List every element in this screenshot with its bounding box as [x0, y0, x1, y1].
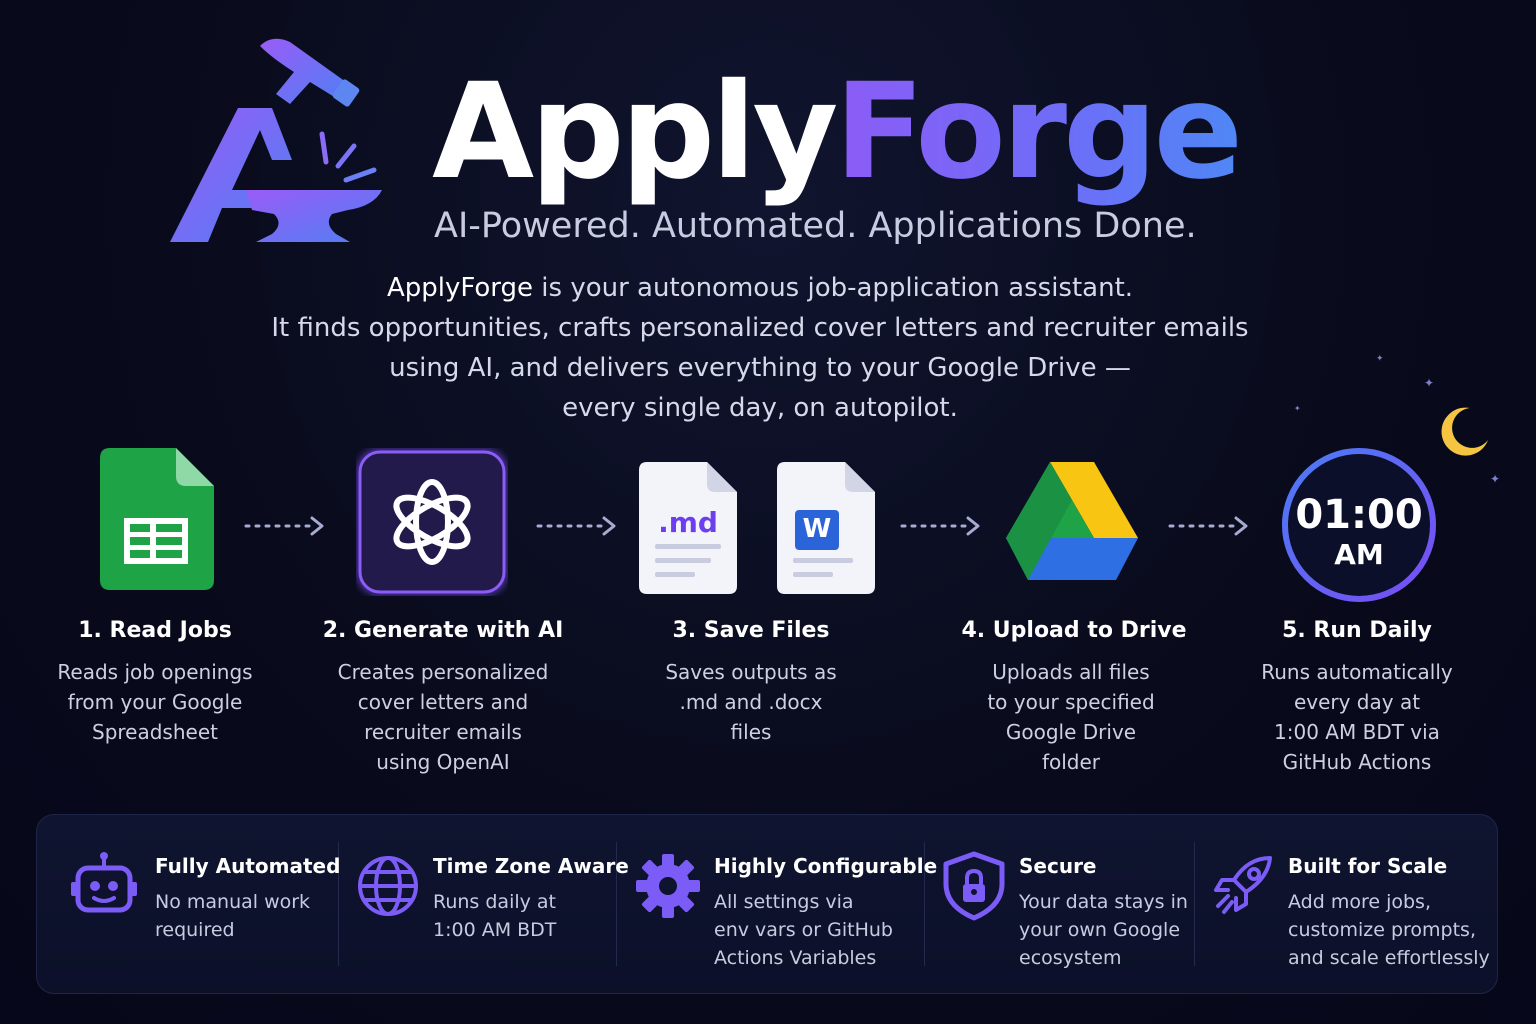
feature-title: Highly Configurable	[714, 854, 938, 878]
rocket-icon	[1214, 856, 1272, 914]
step-desc-line: using OpenAI	[376, 750, 510, 774]
star-icon: ✦	[1294, 404, 1301, 413]
md-file-icon: .md	[639, 448, 737, 594]
moon-icon	[1441, 407, 1488, 456]
feature-desc-line: No manual work	[155, 891, 311, 913]
feature-desc-line: Add more jobs,	[1288, 891, 1431, 913]
step-desc-line: cover letters and	[357, 690, 529, 714]
feature-desc-line: ecosystem	[1019, 947, 1122, 969]
features-panel	[36, 814, 1498, 994]
description-line-4: every single day, on autopilot.	[562, 393, 958, 423]
step-desc-line: Runs automatically	[1261, 660, 1453, 684]
step-desc-line: folder	[1041, 750, 1101, 774]
globe-icon	[358, 856, 418, 916]
robot-icon	[71, 852, 137, 913]
step-desc-line: Reads job openings	[57, 660, 253, 684]
tagline: AI-Powered. Automated. Applications Done…	[434, 206, 1197, 246]
feature-title: Time Zone Aware	[433, 854, 629, 878]
file-shape	[639, 462, 737, 594]
description-line-3: using AI, and delivers everything to you…	[389, 353, 1131, 383]
feature-desc-line: and scale effortlessly	[1288, 947, 1490, 969]
step-title: 2. Generate with AI	[322, 618, 564, 643]
step-desc-line: GitHub Actions	[1282, 750, 1432, 774]
step-title: 1. Read Jobs	[78, 618, 232, 643]
divider	[924, 842, 925, 966]
step-description: Creates personalized cover letters and r…	[318, 657, 568, 777]
brand-title: ApplyForge	[432, 52, 1243, 212]
feature-title: Fully Automated	[155, 854, 341, 878]
step-desc-line: every day at	[1293, 690, 1421, 714]
md-file-label: .md	[658, 506, 718, 539]
description-line-1: ApplyForge is your autonomous job-applic…	[190, 268, 1330, 308]
clock-ring	[1282, 448, 1436, 602]
feature-description: No manual work required	[155, 888, 375, 944]
step-title: 4. Upload to Drive	[961, 618, 1187, 643]
arrow-icon	[900, 516, 980, 536]
divider	[616, 842, 617, 966]
openai-icon	[357, 449, 507, 595]
feature-desc-line: 1:00 AM BDT	[433, 919, 557, 941]
feature-title: Built for Scale	[1288, 854, 1448, 878]
divider	[338, 842, 339, 966]
anvil-hammer-logo-icon	[170, 38, 382, 242]
step-title: 5. Run Daily	[1282, 618, 1432, 643]
step-desc-line: Spreadsheet	[92, 720, 218, 744]
clock-time: 01:00	[1295, 492, 1423, 538]
step-desc-line: 1:00 AM BDT via	[1274, 720, 1440, 744]
step-desc-line: files	[730, 720, 772, 744]
step-desc-line: to your specified	[987, 690, 1155, 714]
arrow-icon	[1168, 516, 1248, 536]
feature-description: Your data stays in your own Google ecosy…	[1019, 888, 1239, 972]
divider	[1194, 842, 1195, 966]
step-description: Reads job openings from your Google Spre…	[30, 657, 280, 747]
brand-name-apply: Apply	[432, 55, 838, 209]
feature-desc-line: All settings via	[714, 891, 854, 913]
step-desc-line: Saves outputs as	[665, 660, 837, 684]
step-desc-line: from your Google	[67, 690, 243, 714]
feature-description: Add more jobs, customize prompts, and sc…	[1288, 888, 1508, 972]
arrow-icon	[244, 516, 324, 536]
feature-title: Secure	[1019, 854, 1097, 878]
clock-period: AM	[1334, 538, 1384, 571]
file-shape	[777, 462, 875, 594]
step-title: 3. Save Files	[672, 618, 830, 643]
step-desc-line: recruiter emails	[364, 720, 522, 744]
word-file-label: W	[802, 514, 832, 544]
feature-description: All settings via env vars or GitHub Acti…	[714, 888, 934, 972]
step-desc-line: Google Drive	[1005, 720, 1137, 744]
step-desc-line: Uploads all files	[992, 660, 1150, 684]
brand-name-forge: Forge	[834, 55, 1243, 209]
feature-desc-line: required	[155, 919, 235, 941]
google-sheets-icon	[100, 448, 214, 590]
gear-icon	[636, 854, 700, 918]
star-icon: ✦	[1490, 472, 1501, 486]
feature-desc-line: customize prompts,	[1288, 919, 1476, 941]
description-line-1-rest: is your autonomous job-application assis…	[533, 273, 1134, 303]
feature-description: Runs daily at 1:00 AM BDT	[433, 888, 653, 944]
step-description: Uploads all files to your specified Goog…	[946, 657, 1196, 777]
step-description: Runs automatically every day at 1:00 AM …	[1232, 657, 1482, 777]
step-desc-line: Creates personalized	[337, 660, 549, 684]
description: ApplyForge is your autonomous job-applic…	[190, 268, 1330, 428]
description-highlight: ApplyForge	[386, 273, 534, 303]
feature-desc-line: your own Google	[1019, 919, 1181, 941]
word-file-icon: W	[777, 448, 875, 594]
google-drive-icon	[1006, 462, 1138, 580]
step-description: Saves outputs as .md and .docx files	[626, 657, 876, 747]
star-icon: ✦	[1376, 354, 1384, 364]
shield-lock-icon	[943, 851, 1005, 921]
description-line-2: It finds opportunities, crafts personali…	[271, 313, 1249, 343]
feature-desc-line: env vars or GitHub	[714, 919, 893, 941]
arrow-icon	[536, 516, 616, 536]
feature-desc-line: Your data stays in	[1019, 891, 1188, 913]
step-desc-line: .md and .docx	[679, 690, 823, 714]
feature-desc-line: Runs daily at	[433, 891, 557, 913]
clock-icon: 01:00 AM	[1278, 444, 1440, 606]
feature-desc-line: Actions Variables	[714, 947, 877, 969]
star-icon: ✦	[1424, 376, 1435, 390]
